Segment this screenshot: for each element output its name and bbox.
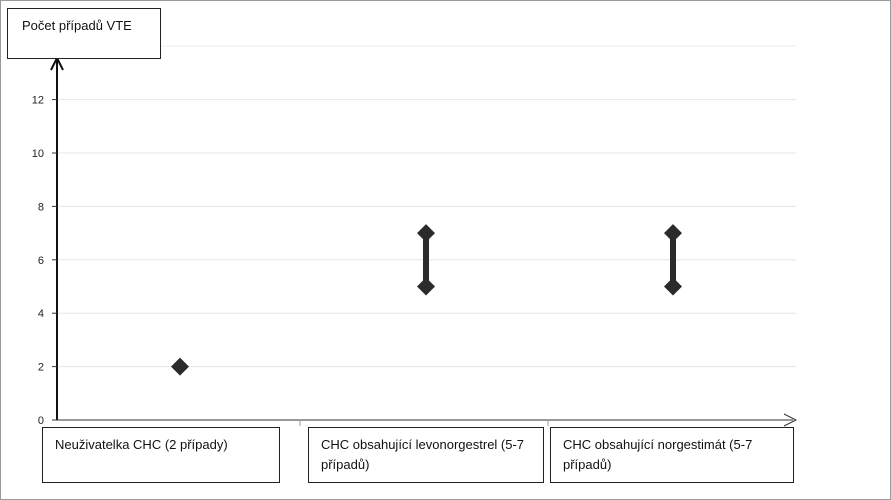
x-axis-arrowhead	[783, 413, 798, 427]
category-label-levonorgestrel: CHC obsahující levonorgestrel (5-7 přípa…	[308, 427, 544, 483]
data-point-high	[417, 224, 435, 243]
y-tick-label: 4	[38, 308, 44, 320]
data-point-high	[664, 224, 682, 243]
category-label-norgestimate: CHC obsahující norgestimát (5-7 případů)	[550, 427, 794, 483]
data-point	[171, 357, 189, 376]
data-point-low	[664, 277, 682, 296]
y-tick-label: 8	[38, 201, 44, 213]
data-point-low	[417, 277, 435, 296]
y-axis-title: Počet případů VTE	[7, 8, 161, 59]
y-tick-label: 2	[38, 362, 44, 374]
y-tick-label: 0	[38, 415, 44, 427]
y-tick-label: 10	[32, 148, 44, 160]
y-tick-label: 12	[32, 95, 44, 107]
y-tick-label: 6	[38, 255, 44, 267]
category-label-non-user: Neuživatelka CHC (2 případy)	[42, 427, 280, 483]
